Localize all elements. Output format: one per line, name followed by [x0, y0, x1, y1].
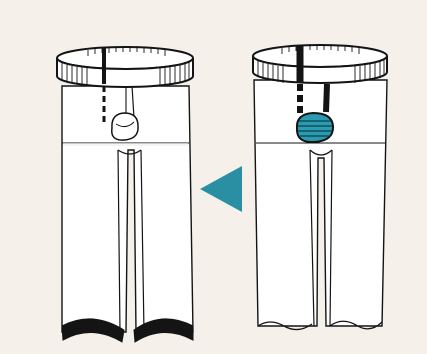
left-pants-water-shade — [63, 143, 188, 146]
left-pants — [57, 46, 193, 342]
right-pants — [253, 44, 387, 330]
right-strap-right — [326, 84, 327, 112]
right-ball — [297, 113, 333, 142]
triangle-left-icon — [200, 166, 242, 212]
